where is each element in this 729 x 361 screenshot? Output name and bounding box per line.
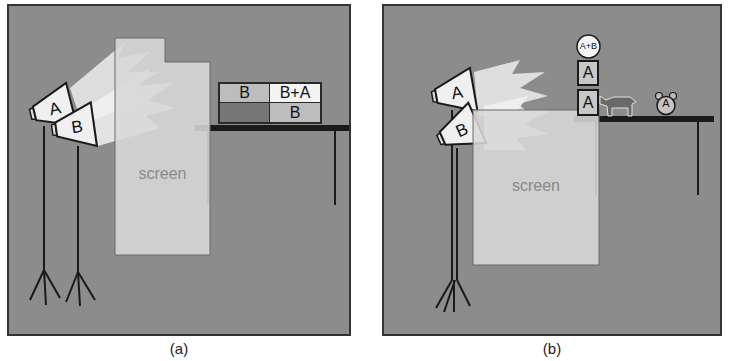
node-label: B <box>239 85 250 101</box>
dark-cell <box>220 103 269 122</box>
picture-frame <box>218 82 322 124</box>
node-label: A+B <box>580 42 597 51</box>
toy-block: A <box>577 60 599 86</box>
ball-figure: A+B <box>576 34 601 59</box>
panel-ground <box>8 5 350 335</box>
node-label: A <box>583 65 594 81</box>
block-outline <box>578 61 598 85</box>
ball-outline <box>577 35 600 58</box>
table-top <box>195 125 349 131</box>
cow-figure <box>600 96 636 116</box>
projection-screen: screen <box>473 110 599 265</box>
node-label: B <box>70 117 84 135</box>
tripod <box>30 126 60 305</box>
node-label: B <box>290 105 301 121</box>
panel-caption: (b) <box>383 341 721 356</box>
panel-caption: (a) <box>8 341 350 356</box>
projection-screen-outline <box>115 38 210 255</box>
node-label: A <box>583 95 594 111</box>
panel: ABscreenBB+AB(a) <box>8 5 350 335</box>
node-label: A <box>450 83 464 102</box>
panel-ground <box>383 5 721 335</box>
node-label: screen <box>138 166 186 182</box>
node-label: screen <box>512 178 560 194</box>
node-label: A <box>662 98 669 109</box>
screen-sheet <box>473 110 599 265</box>
clock-face <box>657 97 675 115</box>
block-outline <box>578 90 598 115</box>
picture-cell: B+A <box>270 84 320 102</box>
tripod <box>66 146 95 306</box>
screen-sheet <box>115 38 210 255</box>
spotlight: B <box>49 101 99 153</box>
picture-cell: B <box>220 84 269 102</box>
node-label: B+A <box>280 85 311 101</box>
table-leg <box>334 131 336 205</box>
alarm-clock: A <box>655 91 677 116</box>
panel: ABscreenA+BAAA(b) <box>383 5 721 335</box>
table-leg <box>697 122 699 195</box>
lamp-cone <box>53 102 97 151</box>
toy-block: A <box>577 89 599 116</box>
picture-cell: B <box>270 103 320 122</box>
projection-screen: screen <box>115 38 210 255</box>
